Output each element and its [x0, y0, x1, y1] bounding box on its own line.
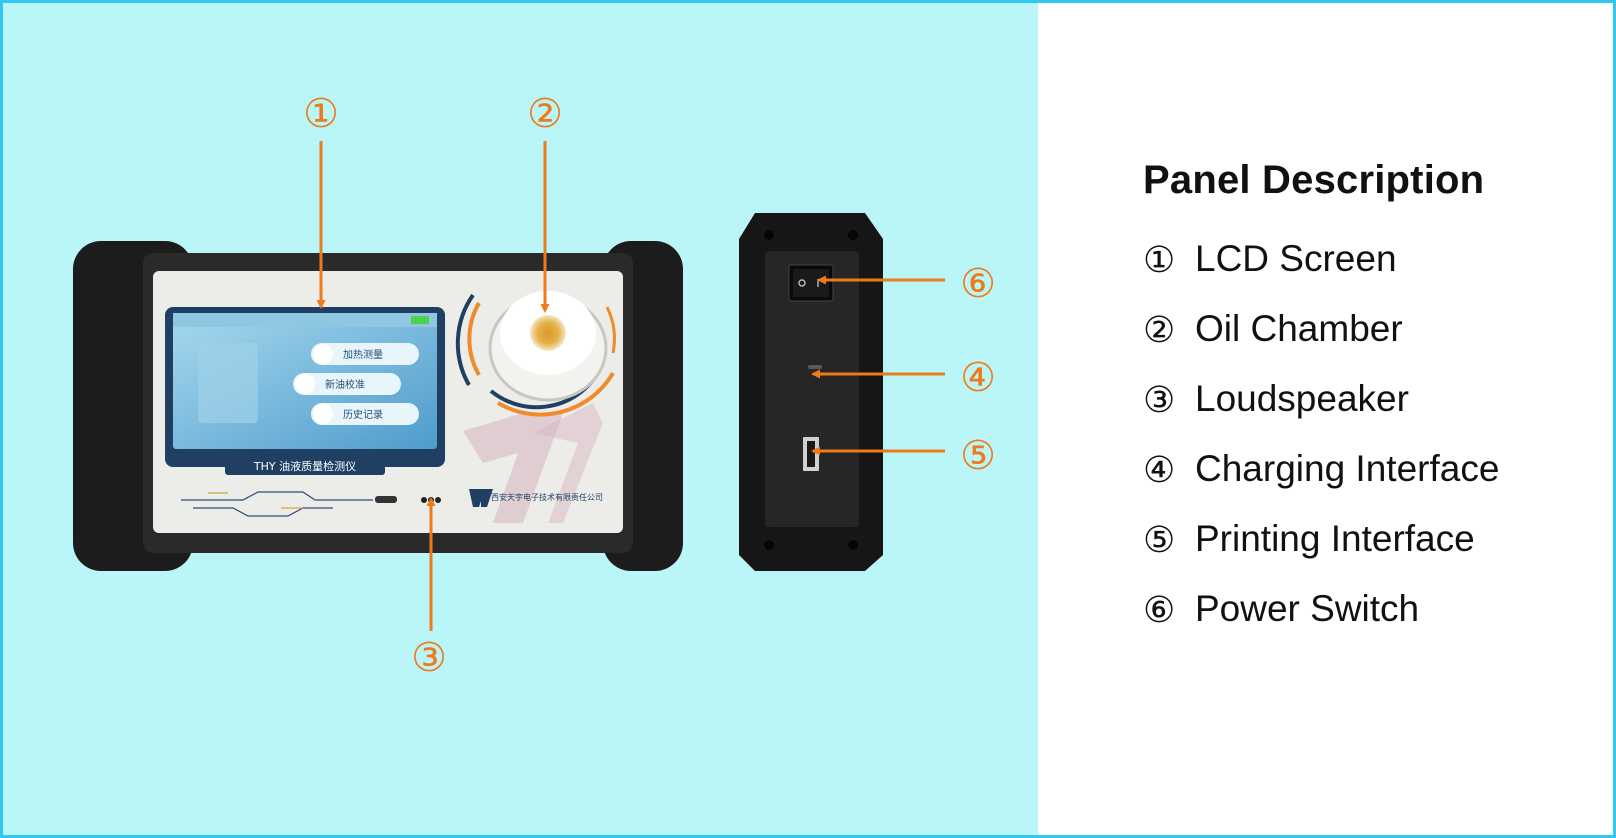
panel-description-legend: Panel Description ① LCD Screen ② Oil Cha… — [1143, 158, 1603, 659]
side-device — [739, 213, 883, 571]
callout-6: ⑥ — [960, 261, 996, 307]
legend-item-number: ① — [1143, 240, 1176, 281]
circuit-decoration — [181, 491, 373, 517]
legend-item-lcd-screen: ① LCD Screen — [1143, 239, 1603, 309]
legend-item-printing-interface: ⑤ Printing Interface — [1143, 519, 1603, 589]
screw-hole — [764, 230, 774, 240]
screw-hole — [764, 540, 774, 550]
legend-item-number: ② — [1143, 310, 1176, 351]
lcd-title-text: THY 油液质量检测仪 — [253, 459, 356, 473]
panel-watermark-logo — [463, 413, 563, 523]
usb-port — [803, 437, 819, 471]
lcd-screen: 加热测量 新油校准 历史记录 THY 油液质量检测仪 — [165, 307, 445, 475]
legend-item-label: Power Switch — [1195, 588, 1420, 629]
charging-port — [808, 365, 822, 369]
legend-item-label: Loudspeaker — [1195, 378, 1409, 419]
lcd-menu-item-2: 新油校准 — [293, 373, 401, 395]
legend-item-charging-interface: ④ Charging Interface — [1143, 449, 1603, 519]
lcd-status-bar — [173, 313, 437, 327]
power-switch — [788, 264, 834, 302]
legend-item-label: Oil Chamber — [1195, 308, 1403, 349]
legend-item-label: Printing Interface — [1195, 518, 1475, 559]
lcd-menu-label: 加热测量 — [343, 348, 383, 361]
lcd-title-bar — [225, 457, 385, 475]
legend-title: Panel Description — [1143, 158, 1485, 202]
callout-arrows — [316, 141, 945, 631]
main-device: 加热测量 新油校准 历史记录 THY 油液质量检测仪 — [73, 241, 683, 571]
callout-4: ④ — [960, 355, 996, 401]
legend-item-label: Charging Interface — [1195, 448, 1500, 489]
battery-icon — [411, 316, 429, 324]
legend-item-number: ⑤ — [1143, 520, 1176, 561]
callout-1: ① — [303, 91, 339, 137]
screw-hole — [848, 230, 858, 240]
callout-5: ⑤ — [960, 433, 996, 479]
legend-item-number: ③ — [1143, 380, 1176, 421]
lcd-menu-item-1: 加热测量 — [311, 343, 419, 365]
legend-item-oil-chamber: ② Oil Chamber — [1143, 309, 1603, 379]
callout-2: ② — [527, 91, 563, 137]
device-diagram: 加热测量 新油校准 历史记录 THY 油液质量检测仪 — [73, 91, 996, 681]
screw-hole — [848, 540, 858, 550]
callout-3: ③ — [411, 635, 447, 681]
oil-chamber — [455, 291, 616, 417]
indicator-dots — [375, 496, 397, 503]
legend-item-number: ⑥ — [1143, 590, 1176, 631]
brand-logo — [469, 489, 493, 507]
side-device-inner — [765, 251, 859, 527]
lcd-device-graphic — [198, 343, 258, 423]
legend-item-loudspeaker: ③ Loudspeaker — [1143, 379, 1603, 449]
lcd-menu-item-3: 历史记录 — [311, 403, 419, 425]
legend-item-number: ④ — [1143, 450, 1176, 491]
legend-item-power-switch: ⑥ Power Switch — [1143, 589, 1603, 659]
brand-name: 西安天宇电子技术有限责任公司 — [491, 492, 603, 502]
legend-item-label: LCD Screen — [1195, 238, 1397, 279]
lcd-menu-label: 新油校准 — [325, 378, 365, 391]
lcd-menu-label: 历史记录 — [343, 409, 383, 421]
